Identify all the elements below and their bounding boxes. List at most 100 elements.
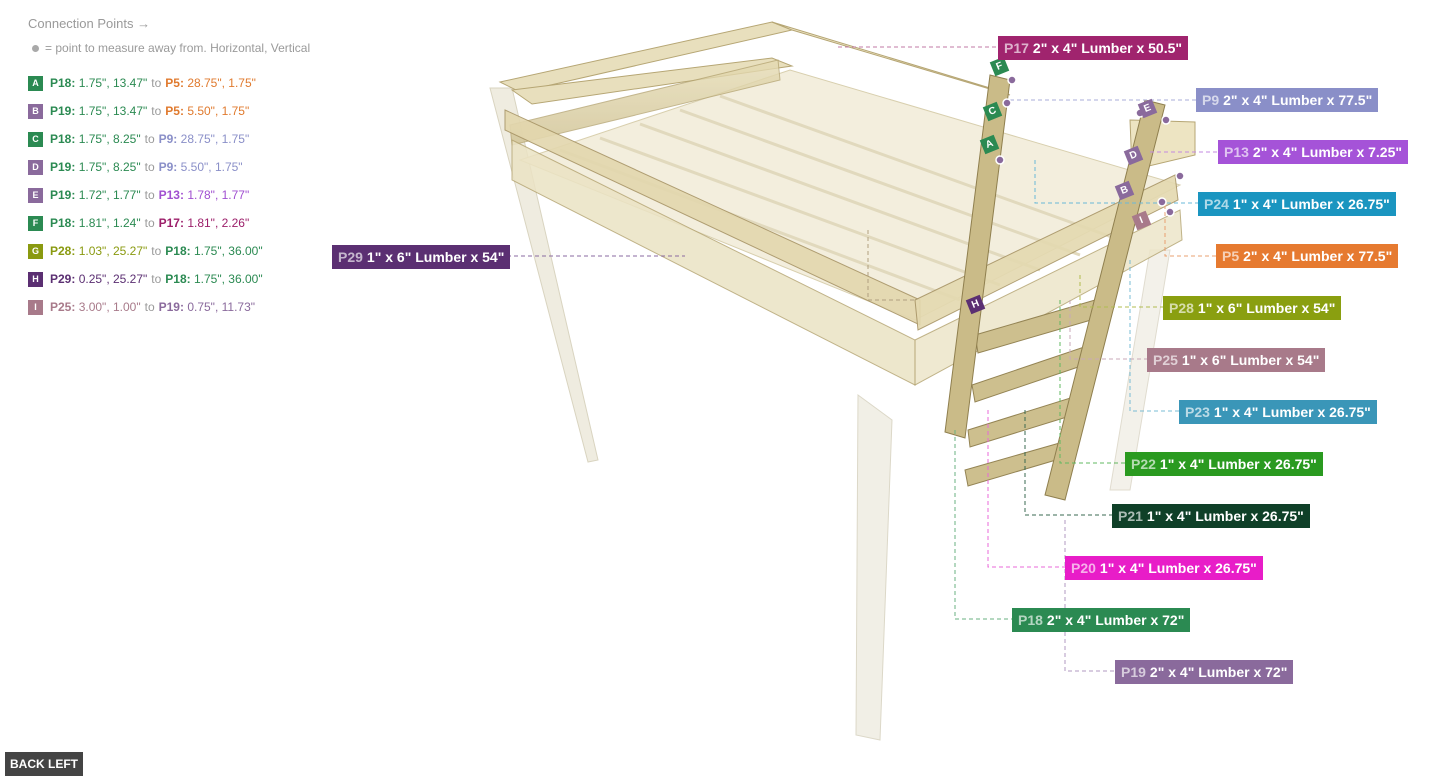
connection-points-legend: Connection Points → = point to measure a…: [28, 16, 328, 321]
connection-letter-badge: A: [28, 75, 43, 91]
to-part-id: P18:: [165, 244, 191, 258]
back-left-button[interactable]: BACK LEFT: [5, 752, 83, 776]
connection-letter-badge: D: [28, 159, 43, 175]
from-part-id: P19:: [50, 104, 76, 118]
legend-title: Connection Points →: [28, 16, 151, 31]
to-part-offset: 0.75", 11.73": [187, 300, 256, 314]
part-description: 2" x 4" Lumber x 72": [1149, 664, 1288, 680]
to-part-id: P18:: [165, 272, 191, 286]
to-word: to: [144, 300, 155, 314]
connection-letter-badge: G: [28, 243, 43, 259]
from-part-offset: 3.00", 1.00": [78, 300, 141, 314]
part-id: P22: [1131, 456, 1156, 472]
part-id: P25: [1153, 352, 1178, 368]
connection-letter-badge: C: [28, 131, 43, 147]
to-word: to: [151, 244, 162, 258]
legend-hint-text: = point to measure away from. Horizontal…: [45, 41, 311, 55]
left-guard-rail: [509, 59, 781, 146]
from-part-offset: 1.75", 13.47": [78, 76, 148, 90]
to-part-offset: 1.78", 1.77": [187, 188, 250, 202]
to-word: to: [151, 272, 162, 286]
part-description: 2" x 4" Lumber x 7.25": [1252, 144, 1403, 160]
part-id: P28: [1169, 300, 1194, 316]
connection-letter-badge: I: [28, 299, 43, 315]
ladder-rail-right: [1044, 99, 1166, 501]
from-part-offset: 0.25", 25.27": [78, 272, 148, 286]
rear-rail-mid: [510, 57, 794, 105]
to-part-id: P9:: [158, 160, 178, 174]
to-word: to: [144, 188, 155, 202]
to-part-id: P5:: [165, 76, 184, 90]
to-word: to: [151, 104, 162, 118]
to-part-offset: 1.75", 36.00": [194, 244, 263, 258]
to-part-offset: 5.50", 1.75": [180, 160, 243, 174]
part-description: 2" x 4" Lumber x 77.5": [1243, 248, 1393, 264]
part-description: 1" x 4" Lumber x 26.75": [1232, 196, 1390, 212]
connection-letter-badge: B: [28, 103, 43, 119]
from-part-id: P28:: [50, 244, 76, 258]
part-id: P29: [338, 249, 363, 265]
part-id: P13: [1224, 144, 1249, 160]
part-description: 2" x 4" Lumber x 77.5": [1223, 92, 1373, 108]
from-part-id: P29:: [50, 272, 76, 286]
part-id: P18: [1018, 612, 1043, 628]
part-description: 1" x 6" Lumber x 54": [1181, 352, 1320, 368]
to-word: to: [144, 216, 155, 230]
part-description: 1" x 4" Lumber x 26.75": [1146, 508, 1304, 524]
part-id: P24: [1204, 196, 1229, 212]
part-description: 1" x 4" Lumber x 26.75": [1159, 456, 1317, 472]
from-part-id: P19:: [50, 160, 76, 174]
to-part-offset: 1.81", 2.26": [187, 216, 250, 230]
part-id: P21: [1118, 508, 1143, 524]
from-part-offset: 1.75", 13.47": [78, 104, 148, 118]
to-part-offset: 5.50", 1.75": [187, 104, 250, 118]
from-part-offset: 1.75", 8.25": [78, 132, 141, 146]
part-id: P23: [1185, 404, 1210, 420]
from-part-id: P25:: [50, 300, 76, 314]
part-description: 1" x 4" Lumber x 26.75": [1099, 560, 1257, 576]
to-part-offset: 28.75", 1.75": [187, 76, 256, 90]
connection-letter-badge: E: [28, 187, 43, 203]
part-id: P5: [1222, 248, 1240, 264]
from-part-id: P18:: [50, 132, 76, 146]
part-description: 2" x 4" Lumber x 50.5": [1032, 40, 1183, 56]
from-part-id: P18:: [50, 216, 76, 230]
from-part-offset: 1.75", 8.25": [78, 160, 141, 174]
from-part-offset: 1.03", 25.27": [78, 244, 148, 258]
to-word: to: [151, 76, 162, 90]
part-description: 1" x 4" Lumber x 26.75": [1213, 404, 1371, 420]
part-id: P19: [1121, 664, 1146, 680]
part-description: 2" x 4" Lumber x 72": [1046, 612, 1185, 628]
to-part-id: P19:: [158, 300, 184, 314]
from-part-id: P19:: [50, 188, 76, 202]
connection-point-dots: [995, 75, 1185, 217]
measure-point-dot-icon: [32, 44, 39, 52]
to-part-offset: 28.75", 1.75": [180, 132, 250, 146]
rear-rail-top: [771, 21, 1011, 96]
